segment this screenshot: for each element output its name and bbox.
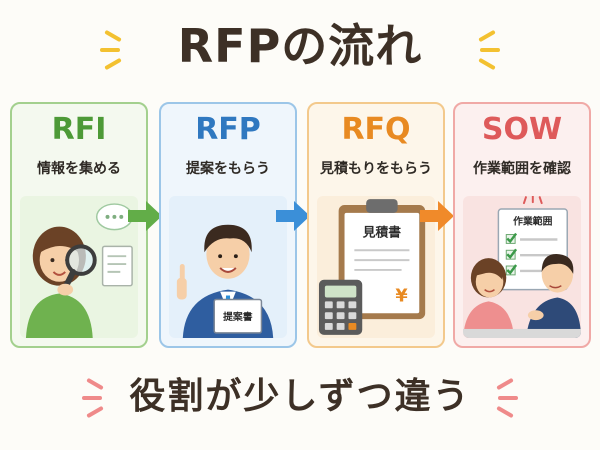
document-label: 見積書 bbox=[362, 225, 402, 241]
step-description: 提案をもらう bbox=[186, 161, 270, 177]
step-description: 見積もりをもらう bbox=[320, 161, 432, 177]
title-spark-left bbox=[100, 28, 140, 71]
yen-symbol: ¥ bbox=[395, 286, 408, 306]
quote-clipboard-illustration: 見積書 ¥ bbox=[317, 196, 435, 338]
proposal-man-illustration: 提案書 bbox=[169, 196, 287, 338]
arrow-right-icon bbox=[420, 201, 454, 231]
title-spark-right bbox=[462, 28, 502, 71]
step-card-sow: SOW 作業範囲を確認 作業範囲 bbox=[453, 102, 591, 348]
footer-caption: 役割が少しずつ違う bbox=[129, 376, 471, 417]
page-title: RFPの流れ bbox=[177, 19, 423, 73]
document-label: 提案書 bbox=[223, 310, 253, 323]
magnifier-woman-illustration bbox=[20, 196, 138, 338]
step-card-rfi: RFI 情報を集める bbox=[10, 102, 148, 348]
footer-spark-left bbox=[82, 376, 122, 419]
step-code: RFI bbox=[51, 112, 107, 147]
footer-spark-right bbox=[480, 376, 520, 419]
step-card-rfq: RFQ 見積もりをもらう 見積書 ¥ bbox=[307, 102, 445, 348]
step-description: 情報を集める bbox=[37, 161, 121, 177]
document-label: 作業範囲 bbox=[513, 215, 552, 228]
arrow-right-icon bbox=[128, 201, 162, 231]
step-code: RFQ bbox=[341, 112, 411, 147]
step-description: 作業範囲を確認 bbox=[473, 161, 571, 177]
step-code: RFP bbox=[195, 112, 261, 147]
scope-meeting-illustration: 作業範囲 bbox=[463, 196, 581, 338]
arrow-right-icon bbox=[276, 201, 310, 231]
step-code: SOW bbox=[481, 112, 563, 147]
